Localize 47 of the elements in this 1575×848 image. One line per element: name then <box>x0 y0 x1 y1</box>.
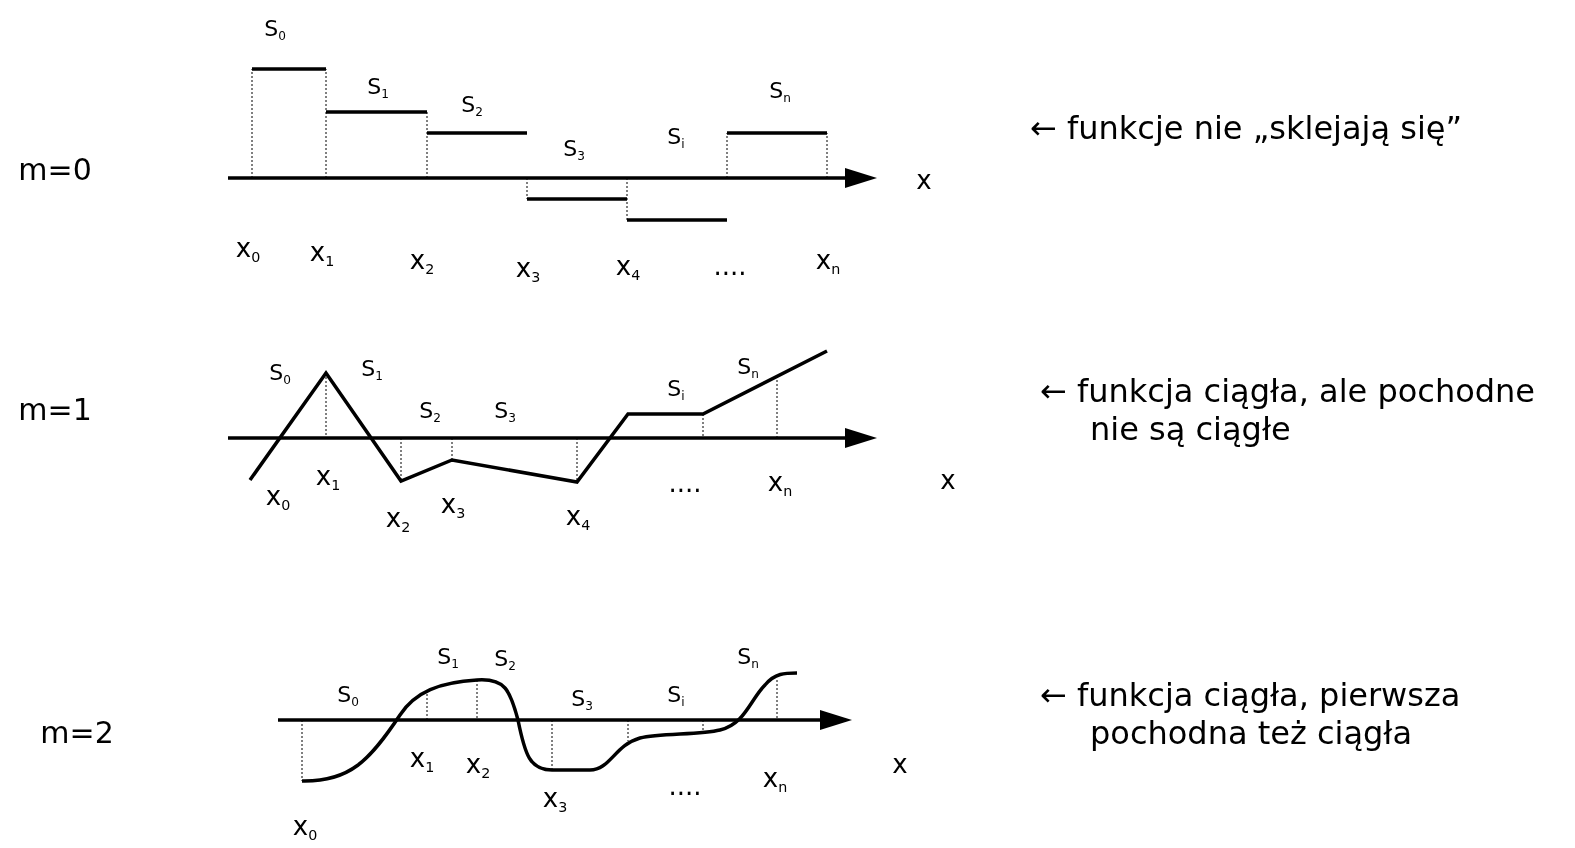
ellipsis: .... <box>668 470 702 496</box>
spline-label: S$_{3}$ <box>571 687 593 713</box>
degree-label: m=0 <box>18 155 92 185</box>
knot-label: x$_{1}$ <box>409 745 435 775</box>
knot-label: x$_{n}$ <box>815 247 841 277</box>
knot-label: x$_{3}$ <box>440 491 466 521</box>
spline-label: S$_{n}$ <box>737 645 759 671</box>
spline-label: S$_{i}$ <box>667 125 685 151</box>
knot-label: x$_{2}$ <box>409 247 435 277</box>
axis-label: x <box>892 751 908 777</box>
spline-label: S$_{2}$ <box>419 399 441 425</box>
spline-label: S$_{n}$ <box>769 79 791 105</box>
degree-label: m=2 <box>40 718 114 748</box>
ellipsis: .... <box>668 773 702 799</box>
knot-label: x$_{n}$ <box>762 765 788 795</box>
spline-label: S$_{i}$ <box>667 683 685 709</box>
spline-label: S$_{n}$ <box>737 355 759 381</box>
knot-label: x$_{1}$ <box>315 463 341 493</box>
annotation-text: ← funkcja ciągła, ale pochodne nie są ciągłe <box>1040 372 1537 449</box>
knot-label: x$_{1}$ <box>309 239 335 269</box>
spline-label: S$_{i}$ <box>667 377 685 403</box>
knot-label: x$_{0}$ <box>292 813 318 843</box>
knot-label: x$_{4}$ <box>615 253 641 283</box>
knot-label: x$_{2}$ <box>465 751 491 781</box>
ellipsis: .... <box>713 253 747 279</box>
spline-label: S$_{3}$ <box>563 137 585 163</box>
spline-label: S$_{1}$ <box>361 357 383 383</box>
spline-label: S$_{0}$ <box>264 17 286 43</box>
knot-label: x$_{3}$ <box>542 785 568 815</box>
knot-label: x$_{3}$ <box>515 255 541 285</box>
knot-label: x$_{0}$ <box>265 483 291 513</box>
spline-label: S$_{2}$ <box>461 93 483 119</box>
axis-label: x <box>916 167 932 193</box>
spline-label: S$_{2}$ <box>494 647 516 673</box>
axis-label: x <box>940 467 956 493</box>
knot-label: x$_{2}$ <box>385 505 411 535</box>
degree-label: m=1 <box>18 395 92 425</box>
knot-label: x$_{n}$ <box>767 469 793 499</box>
annotation-text: ← funkcja ciągła, pierwsza pochodna też ciągła <box>1040 676 1462 753</box>
knot-label: x$_{0}$ <box>235 235 261 265</box>
spline-label: S$_{0}$ <box>269 361 291 387</box>
knot-label: x$_{4}$ <box>565 503 591 533</box>
spline-label: S$_{1}$ <box>367 75 389 101</box>
spline-label: S$_{3}$ <box>494 399 516 425</box>
annotation-text: ← funkcje nie „sklejają się” <box>1030 112 1463 145</box>
spline-label: S$_{0}$ <box>337 683 359 709</box>
spline-label: S$_{1}$ <box>437 645 459 671</box>
